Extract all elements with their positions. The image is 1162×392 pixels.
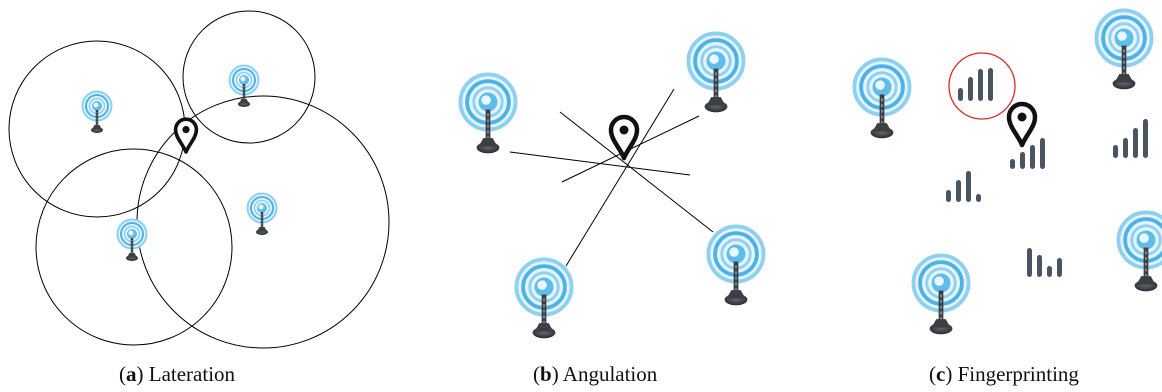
signal-bars-icon — [958, 68, 993, 101]
antenna-icon — [1093, 7, 1155, 92]
signal-bars-icon — [946, 171, 981, 202]
location-pin-icon — [1009, 104, 1035, 145]
caption-lateration: (a) Lateration — [119, 362, 236, 386]
antenna-icon — [228, 64, 260, 108]
angle-lines — [509, 88, 714, 267]
antenna-icon — [1115, 209, 1162, 294]
caption-letter: a — [126, 362, 137, 386]
antenna-icon — [685, 30, 747, 115]
caption-title: Fingerprinting — [957, 362, 1079, 386]
antenna-icon — [116, 218, 148, 262]
signal-bars-icon — [1027, 248, 1062, 277]
antenna-icon — [81, 90, 113, 134]
caption-title: Angulation — [562, 362, 658, 386]
highlight-circle — [948, 52, 1016, 120]
caption-letter: b — [540, 362, 552, 386]
panel-lateration — [8, 10, 390, 349]
range-circle — [35, 148, 233, 346]
panel-fingerprinting — [851, 7, 1162, 337]
range-circle — [182, 10, 316, 144]
antenna-icon — [851, 56, 913, 141]
caption-letter: c — [936, 362, 946, 386]
antenna-icon — [246, 192, 278, 236]
antenna-icon — [457, 71, 519, 156]
panel-angulation — [457, 30, 767, 341]
antenna-icon — [705, 223, 767, 308]
caption-title: Lateration — [148, 362, 236, 386]
antenna-icon — [910, 252, 972, 337]
antenna-icon — [513, 256, 575, 341]
location-pin-icon — [611, 117, 637, 158]
caption-angulation: (b) Angulation — [533, 362, 658, 386]
signal-bars-icon — [1113, 119, 1148, 158]
caption-fingerprinting: (c) Fingerprinting — [929, 362, 1079, 386]
location-pin-icon — [173, 117, 199, 154]
signal-bars-icon — [1010, 138, 1045, 169]
